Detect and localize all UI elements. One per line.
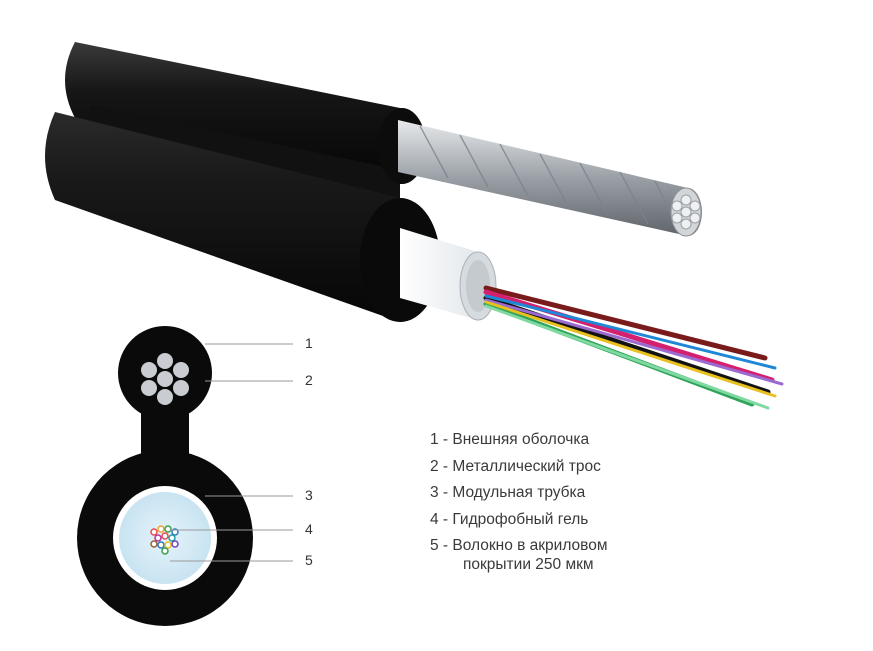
messenger-sheath — [65, 42, 425, 184]
callout-4: 4 — [305, 521, 313, 537]
legend: 1 - Внешняя оболочка 2 - Металлический т… — [430, 427, 608, 578]
fiber-brown — [483, 285, 768, 361]
leader-lines — [170, 343, 293, 562]
steel-wire — [398, 120, 702, 236]
legend-item-4: 4 - Гидрофобный гель — [430, 510, 589, 528]
callout-5: 5 — [305, 552, 313, 568]
legend-item-5-continued: покрытии 250 мкм — [463, 555, 594, 573]
cable-3d-view — [45, 42, 784, 410]
lower-sheath — [45, 112, 440, 322]
legend-item-2: 2 - Металлический трос — [430, 457, 601, 475]
steel-wires-section — [141, 353, 189, 405]
fiber-light-green — [484, 304, 770, 410]
fiber-violet — [484, 298, 784, 386]
legend-item-1: 1 - Внешняя оболочка — [430, 431, 590, 448]
callout-3: 3 — [305, 487, 313, 503]
fiber-blue — [484, 294, 777, 370]
fiber-yellow — [484, 300, 777, 398]
cable-cross-section — [77, 326, 293, 626]
callout-2: 2 — [305, 372, 313, 388]
callout-1: 1 — [305, 335, 313, 351]
legend-item-3: 3 - Модульная трубка — [430, 484, 586, 501]
legend-item-5: 5 - Волокно в акриловом — [430, 537, 608, 554]
optical-fibers — [483, 285, 784, 410]
steel-wire-end — [670, 187, 702, 237]
